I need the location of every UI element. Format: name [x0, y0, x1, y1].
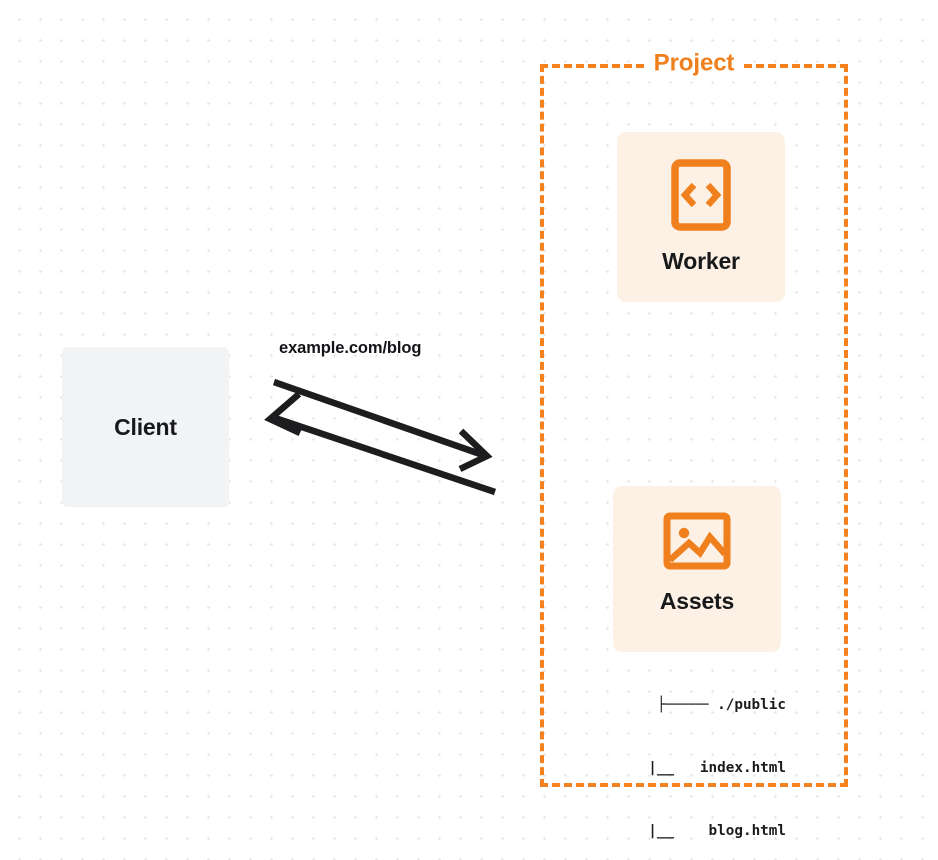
- assets-file-tree: ├───── ./public |__ index.html |__ blog.…: [574, 653, 786, 860]
- request-url-label: example.com/blog: [279, 339, 422, 357]
- project-container: Project Worker Assets ├───── ./public |_…: [540, 49, 848, 839]
- code-brackets-icon: [671, 159, 731, 231]
- file-tree-row: |__ index.html: [622, 760, 786, 776]
- client-project-connector: example.com/blog: [255, 330, 515, 515]
- response-arrow-icon: [264, 391, 497, 496]
- request-arrow-icon: [272, 378, 493, 472]
- project-title: Project: [646, 49, 742, 78]
- assets-node-label: Assets: [659, 588, 735, 614]
- client-node-label: Client: [114, 413, 177, 440]
- assets-node[interactable]: Assets: [613, 486, 781, 652]
- file-tree-row: |__ blog.html: [622, 823, 786, 839]
- client-node[interactable]: Client: [62, 347, 229, 507]
- worker-node-label: Worker: [662, 248, 740, 274]
- file-tree-row: ├───── ./public: [656, 697, 786, 713]
- connector-arrows: [264, 378, 497, 496]
- image-icon: [663, 512, 731, 570]
- worker-node[interactable]: Worker: [617, 132, 785, 302]
